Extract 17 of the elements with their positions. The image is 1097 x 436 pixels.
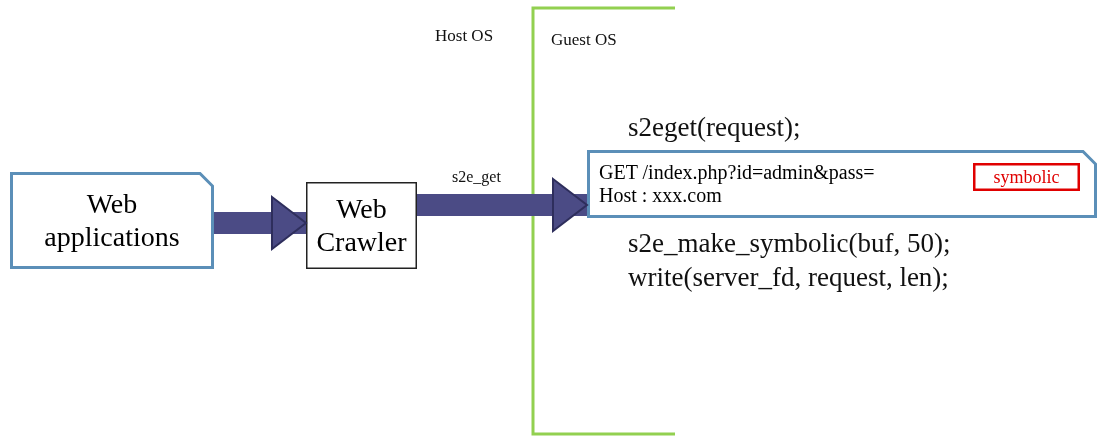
request-line: GET /index.php?id=admin&pass= bbox=[599, 161, 875, 184]
box-label: Web Crawler bbox=[316, 193, 407, 258]
code-line: s2e_make_symbolic(buf, 50); bbox=[628, 228, 951, 259]
request-box bbox=[587, 150, 1097, 218]
box-label: Web applications bbox=[43, 188, 181, 253]
box-label: symbolic bbox=[993, 166, 1060, 188]
highlight-box bbox=[973, 163, 1080, 191]
process-box bbox=[306, 182, 417, 269]
code-line: write(server_fd, request, len); bbox=[628, 262, 949, 293]
request-line: Host : xxx.com bbox=[599, 184, 722, 207]
code-line: s2eget(request); bbox=[628, 112, 801, 143]
block-arrow bbox=[417, 178, 588, 232]
block-arrow bbox=[214, 196, 307, 250]
edge-label: s2e_get bbox=[452, 168, 501, 186]
document-box bbox=[10, 172, 214, 269]
region-label: Host OS bbox=[435, 26, 494, 46]
region-label: Guest OS bbox=[551, 30, 617, 50]
